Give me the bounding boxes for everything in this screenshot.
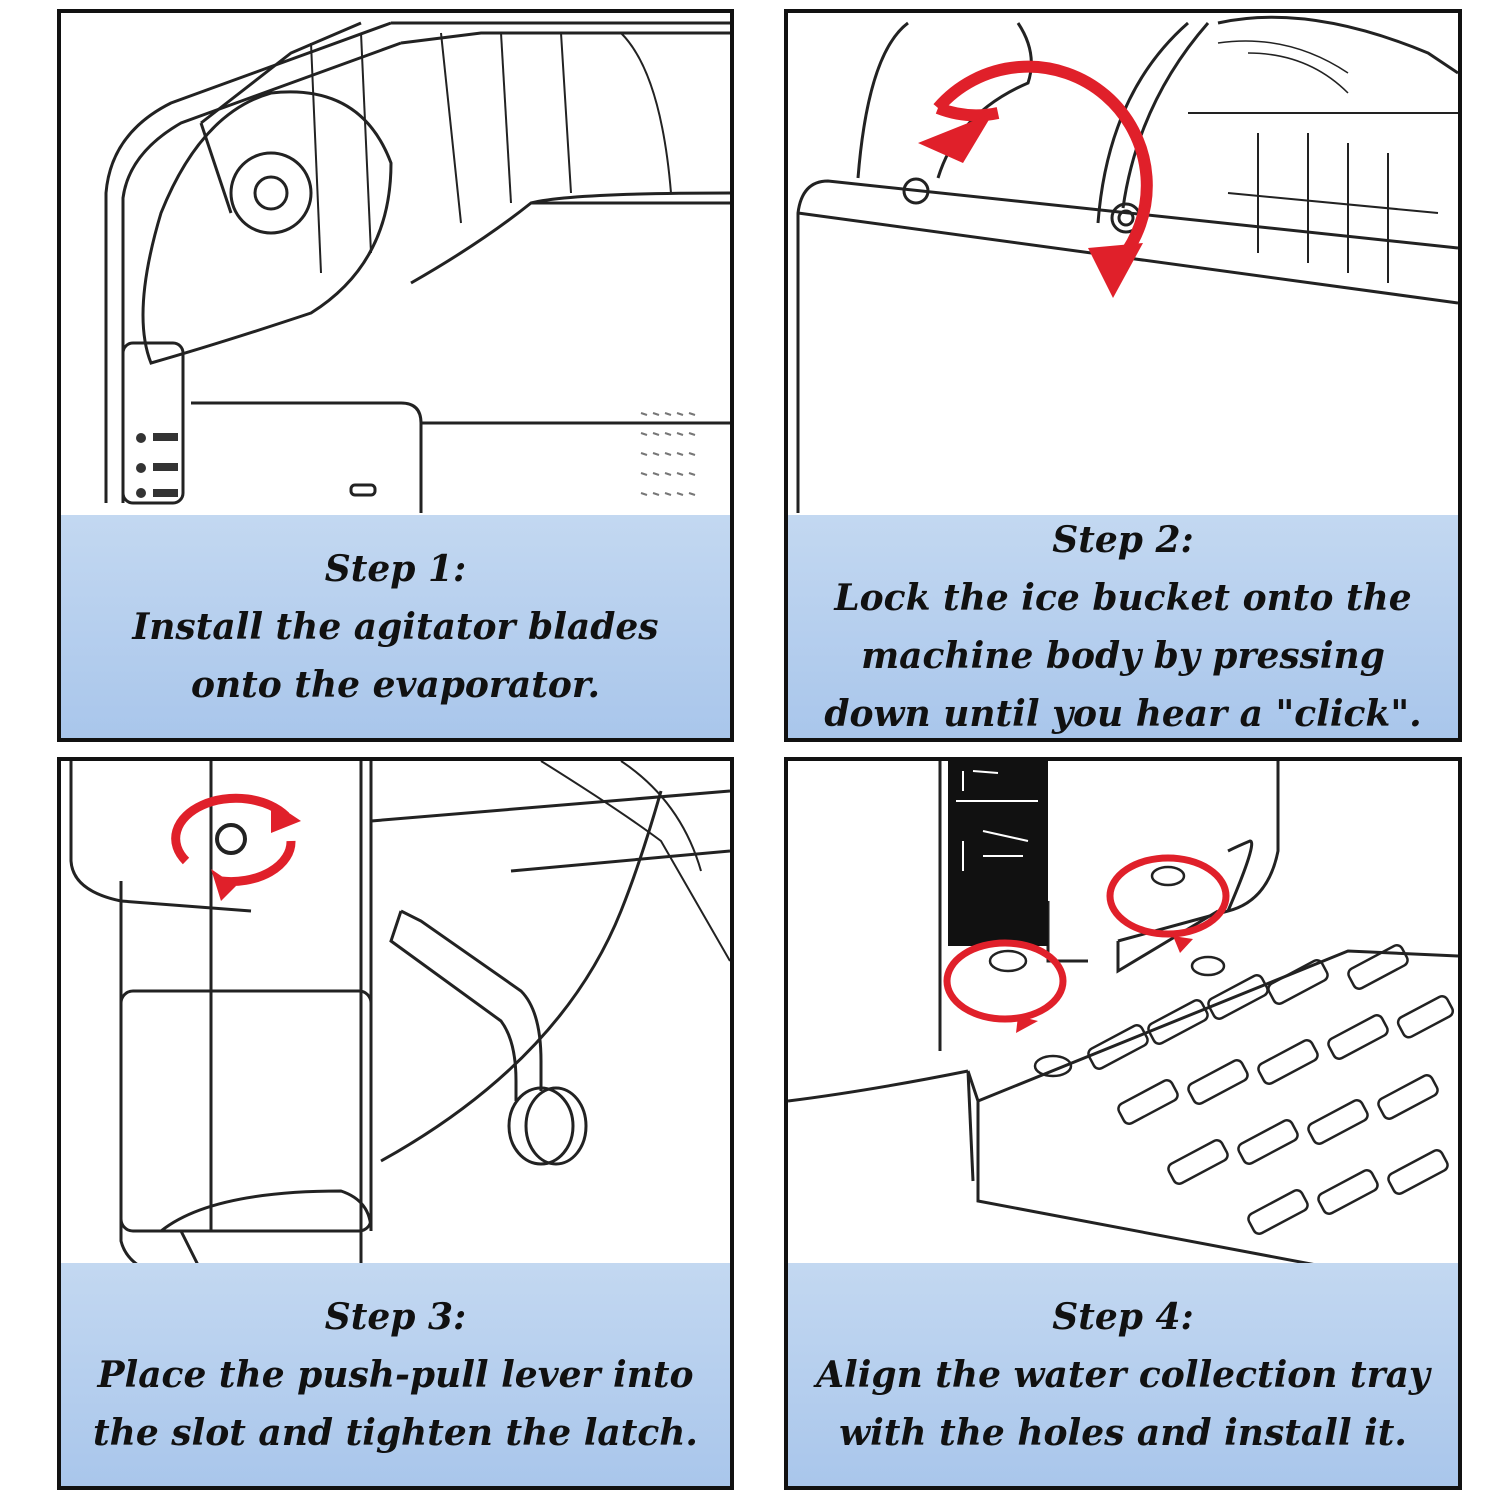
- step-3-panel: Step 3: Place the push-pull lever into t…: [57, 757, 734, 1490]
- arrow-head-icon: [271, 801, 301, 833]
- step-2-text: Lock the ice bucket onto the machine bod…: [824, 576, 1422, 735]
- step-2-panel: Step 2: Lock the ice bucket onto the mac…: [784, 9, 1462, 742]
- step-2-title: Step 2:: [1052, 518, 1194, 561]
- arrow-head-icon: [1016, 1016, 1038, 1033]
- rotate-arrow-icon: [933, 60, 1153, 267]
- step-3-title: Step 3:: [324, 1295, 467, 1338]
- step-4-title: Step 4:: [1052, 1295, 1194, 1338]
- ice-bucket-illustration: [796, 15, 1458, 513]
- arrow-head-icon: [211, 869, 236, 901]
- step-3-text: Place the push-pull lever into the slot …: [93, 1353, 698, 1454]
- arrow-head-icon: [1088, 243, 1143, 298]
- rotate-arrow-icon: [943, 854, 1230, 1023]
- step-4-text: Align the water collection tray with the…: [816, 1353, 1430, 1454]
- drip-grate: [988, 865, 1455, 1235]
- step-1-panel: Step 1: Install the agitator blades onto…: [57, 9, 734, 742]
- rotate-arrow-icon: [171, 793, 296, 887]
- arrow-head-icon: [918, 113, 993, 163]
- step-1-title: Step 1:: [324, 547, 467, 590]
- control-panel: [948, 761, 1048, 946]
- step-2-caption: Step 2: Lock the ice bucket onto the mac…: [788, 515, 1458, 738]
- water-tray-illustration: [788, 761, 1458, 1271]
- agitator-illustration: [104, 21, 730, 513]
- arrow-head-icon: [1173, 936, 1193, 953]
- step-3-caption: Step 3: Place the push-pull lever into t…: [61, 1263, 730, 1486]
- step-4-caption: Step 4: Align the water collection tray …: [788, 1263, 1458, 1486]
- step-1-caption: Step 1: Install the agitator blades onto…: [61, 515, 730, 738]
- lever-illustration: [69, 761, 730, 1271]
- step-1-text: Install the agitator blades onto the eva…: [132, 605, 659, 706]
- step-4-panel: Step 4: Align the water collection tray …: [784, 757, 1462, 1490]
